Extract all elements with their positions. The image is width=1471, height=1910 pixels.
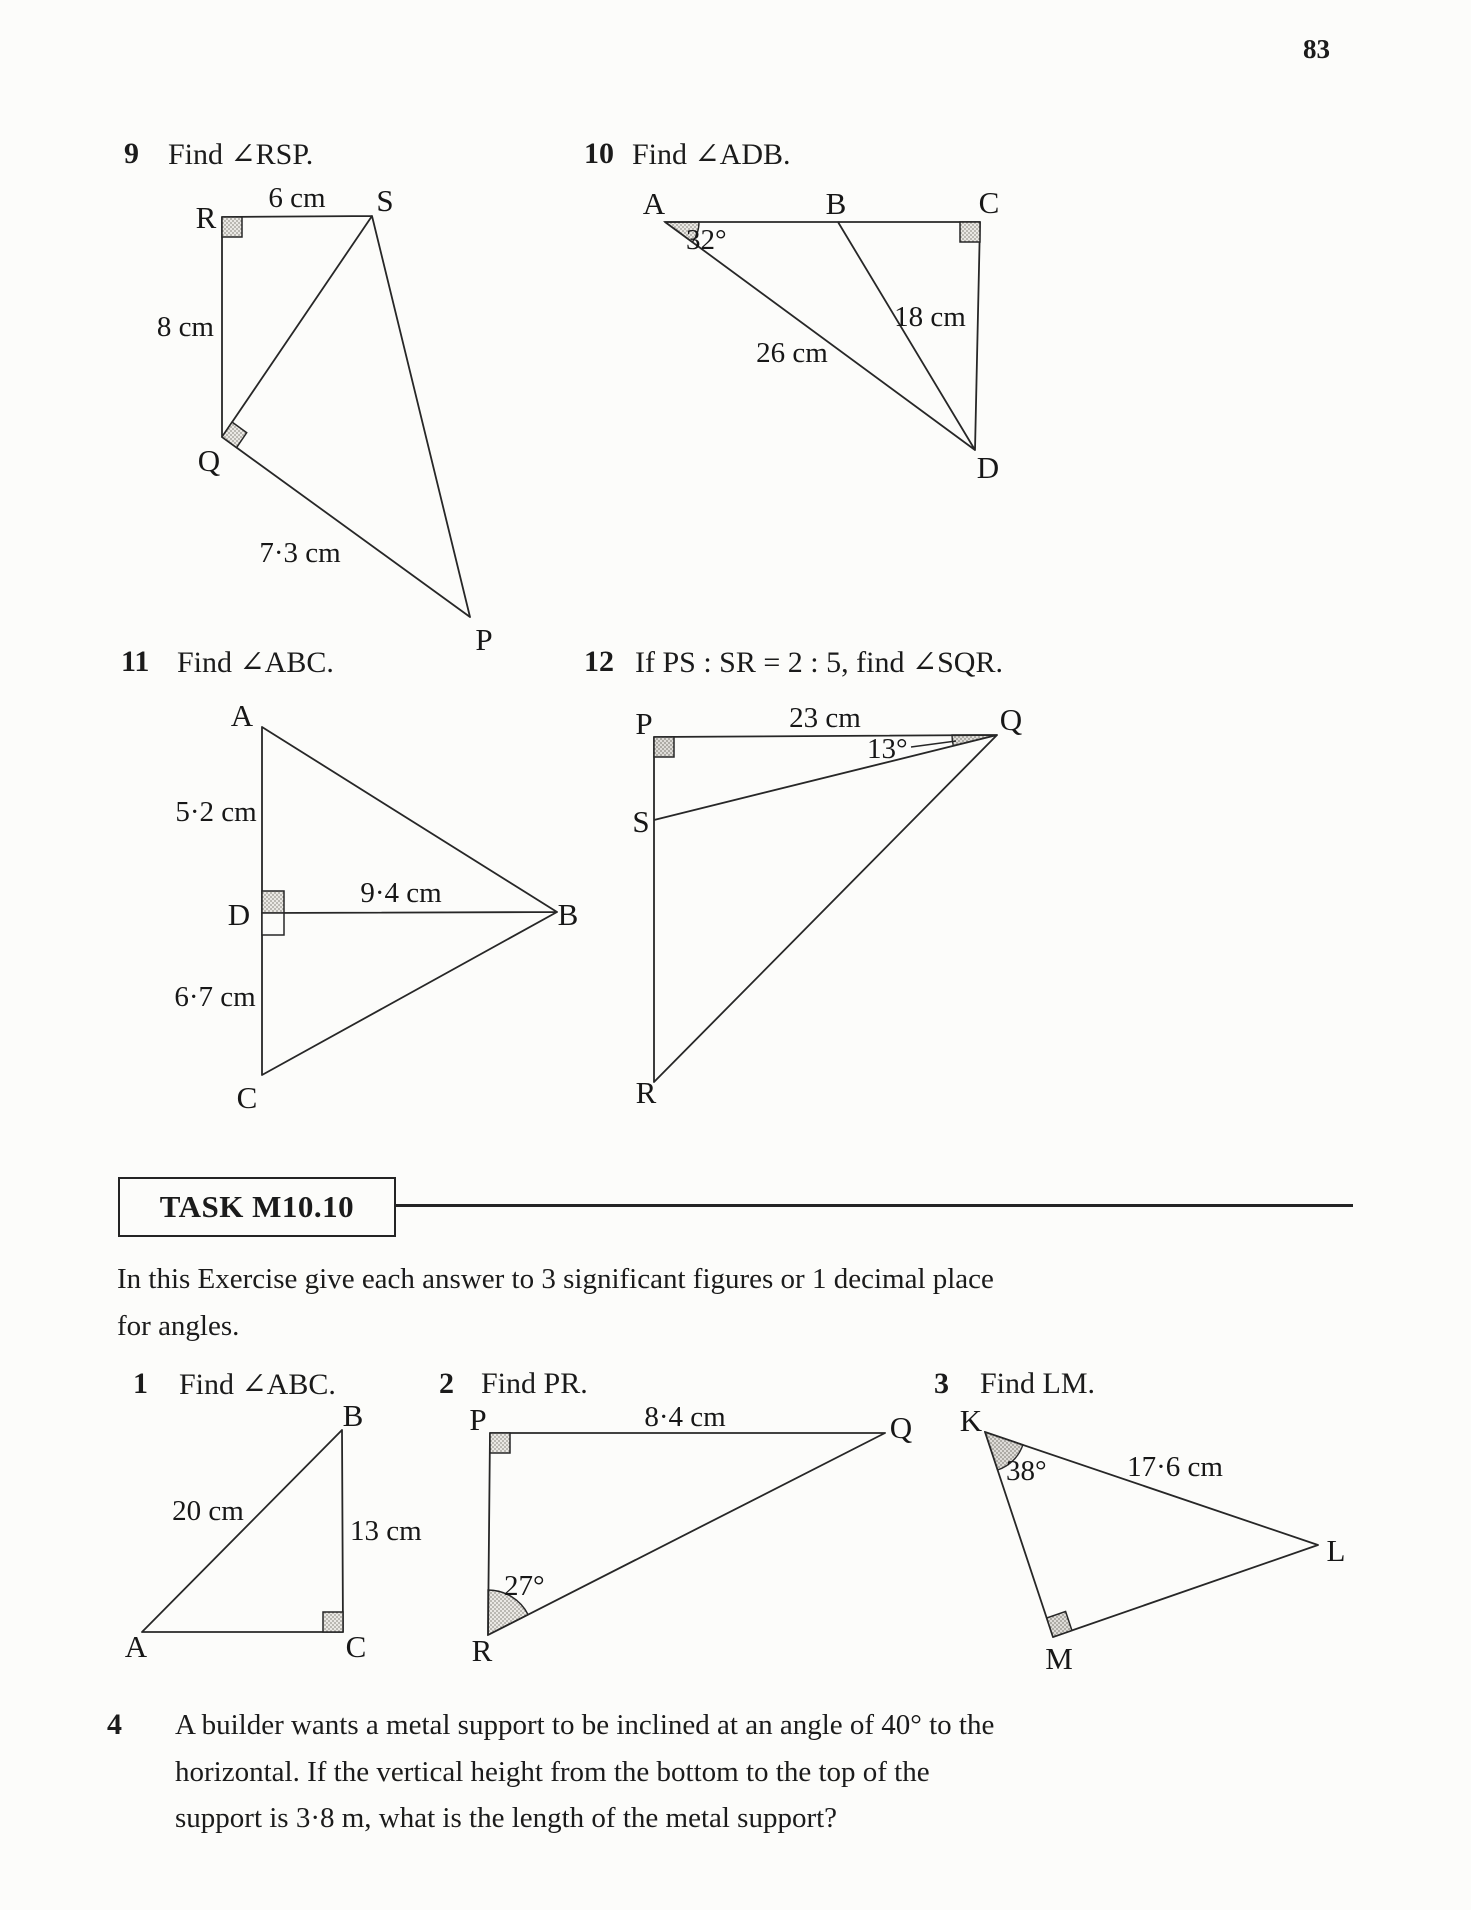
t1-prompt: Find ∠ABC.	[179, 1368, 336, 1401]
t1-length-label-AB: 20 cm	[172, 1495, 244, 1527]
t1-vertex-label-B: B	[343, 1400, 364, 1433]
q11-diagram: A 5·2 cm D 9·4 cm B 6·7 cm C	[174, 698, 579, 1115]
q11-vertex-label-C: C	[237, 1080, 258, 1115]
t3-right-angle-marker-M	[1045, 1610, 1073, 1638]
t2-vertex-label-P: P	[469, 1402, 486, 1437]
t4-number: 4	[107, 1708, 122, 1741]
t1-triangle-sides	[141, 1429, 344, 1633]
q10-angle-label-A: 32°	[686, 224, 727, 256]
q12-vertex-label-R: R	[636, 1075, 657, 1110]
q12-vertex-label-P: P	[635, 706, 652, 741]
q9-length-label-RQ: 8 cm	[157, 311, 215, 343]
q10-length-label-AD: 26 cm	[756, 337, 828, 369]
q9-triangle-sides	[221, 215, 471, 618]
task-rule	[395, 1204, 1353, 1207]
t3-vertex-label-M: M	[1045, 1641, 1073, 1676]
q12-vertex-label-Q: Q	[1000, 702, 1022, 737]
q10-length-label-BD: 18 cm	[894, 301, 966, 333]
task-intro-line1: In this Exercise give each answer to 3 s…	[117, 1263, 994, 1295]
q11-vertex-label-D: D	[228, 897, 250, 932]
t1-number: 1	[133, 1367, 148, 1400]
t2-triangle-sides	[487, 1432, 886, 1636]
t3-number: 3	[934, 1367, 949, 1400]
t1-vertex-label-C: C	[346, 1629, 367, 1664]
q9-vertex-label-R: R	[196, 200, 217, 235]
t2-diagram: P 8·4 cm Q 27° R	[469, 1401, 912, 1668]
t2-vertex-label-Q: Q	[890, 1410, 912, 1445]
q12-number: 12	[584, 645, 614, 678]
q10-prompt: Find ∠ADB.	[632, 138, 791, 171]
t4-line2: horizontal. If the vertical height from …	[175, 1756, 930, 1788]
task-intro-line2: for angles.	[117, 1310, 240, 1342]
t3-triangle-sides	[984, 1431, 1319, 1638]
q10-vertex-label-A: A	[643, 186, 666, 221]
q11-vertex-label-B: B	[558, 897, 579, 932]
t3-length-label-KL: 17·6 cm	[1127, 1451, 1223, 1483]
t2-number: 2	[439, 1367, 454, 1400]
t2-prompt: Find PR.	[481, 1367, 588, 1400]
q10-diagram: A B C D 32° 18 cm 26 cm	[643, 185, 1000, 485]
q9-vertex-label-P: P	[475, 622, 492, 657]
q9-length-label-QP: 7·3 cm	[259, 537, 341, 569]
t4-line3: support is 3·8 m, what is the length of …	[175, 1802, 838, 1834]
q12-angle-label-Q: 13°	[867, 733, 908, 765]
q10-vertex-label-D: D	[977, 450, 999, 485]
q9-right-angle-marker-Q	[220, 421, 248, 449]
t2-angle-label-R: 27°	[504, 1570, 545, 1602]
q10-number: 10	[584, 137, 614, 170]
t3-diagram: K 38° 17·6 cm L M	[960, 1403, 1346, 1676]
q11-number: 11	[121, 645, 150, 678]
q12-angle-leader-line	[910, 740, 957, 748]
q10-vertex-label-B: B	[826, 186, 847, 221]
q10-triangle-sides	[664, 221, 981, 451]
q11-right-angle-marker-ADB	[261, 890, 285, 914]
q9-vertex-label-Q: Q	[198, 443, 220, 478]
t2-length-label-PQ: 8·4 cm	[644, 1401, 726, 1433]
t1-diagram: B 20 cm 13 cm A C	[125, 1400, 422, 1664]
t4-line1: A builder wants a metal support to be in…	[175, 1709, 995, 1741]
q10-vertex-label-C: C	[979, 185, 1000, 220]
q12-vertex-label-S: S	[632, 804, 649, 839]
task-title: TASK M10.10	[159, 1189, 355, 1224]
t2-vertex-label-R: R	[472, 1633, 493, 1668]
t1-vertex-label-A: A	[125, 1629, 148, 1664]
q11-length-label-DC: 6·7 cm	[174, 981, 256, 1013]
q9-vertex-label-S: S	[376, 183, 393, 218]
t1-length-label-BC: 13 cm	[350, 1515, 422, 1547]
q9-diagram: R 6 cm S 8 cm Q 7·3 cm P	[157, 182, 493, 657]
q11-prompt: Find ∠ABC.	[177, 646, 334, 679]
q12-length-label-PQ: 23 cm	[789, 702, 861, 734]
q11-length-label-DB: 9·4 cm	[360, 877, 442, 909]
q11-vertex-label-A: A	[231, 698, 254, 733]
q9-length-label-RS: 6 cm	[268, 182, 326, 214]
page-number: 83	[1303, 34, 1330, 64]
t3-prompt: Find LM.	[980, 1367, 1096, 1400]
q12-right-angle-marker-P	[653, 736, 675, 758]
t1-right-angle-marker-C	[322, 1611, 344, 1633]
t3-vertex-label-K: K	[960, 1403, 983, 1438]
q12-diagram: P 23 cm Q 13° S R	[632, 702, 1022, 1110]
q9-number: 9	[124, 137, 139, 170]
q9-prompt: Find ∠RSP.	[168, 138, 314, 171]
q12-prompt: If PS : SR = 2 : 5, find ∠SQR.	[635, 646, 1003, 679]
t3-angle-label-K: 38°	[1006, 1455, 1047, 1487]
q11-length-label-AD: 5·2 cm	[175, 796, 257, 828]
t3-vertex-label-L: L	[1327, 1533, 1346, 1568]
q10-right-angle-marker-C	[959, 221, 981, 243]
q12-triangle-sides	[653, 734, 998, 1083]
q9-right-angle-marker-R	[221, 216, 243, 238]
task-box: TASK M10.10	[118, 1177, 396, 1237]
t2-right-angle-marker-P	[489, 1432, 511, 1454]
q11-right-angle-marker-BDC	[261, 912, 285, 936]
